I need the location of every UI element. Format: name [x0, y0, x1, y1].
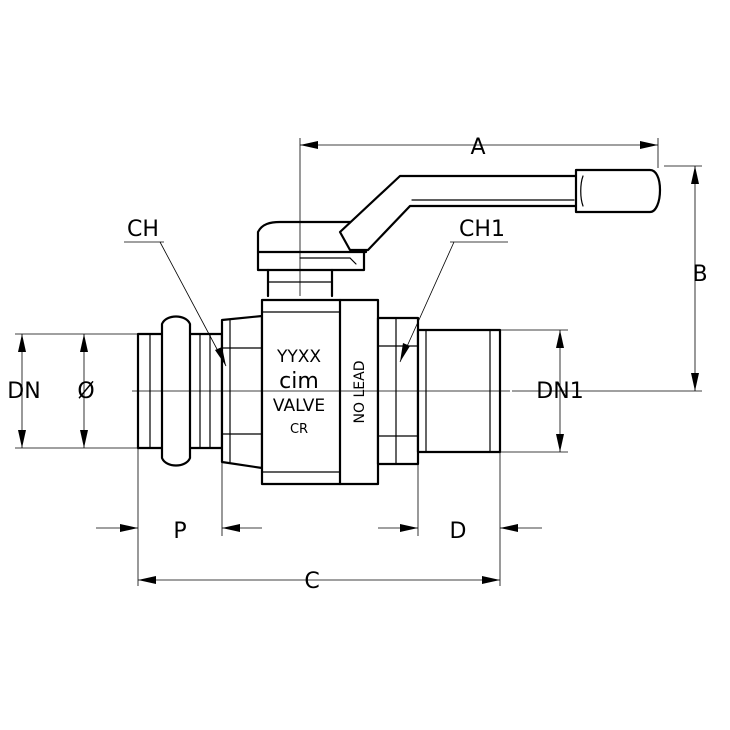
hex-ch-left — [220, 314, 264, 470]
dimension-b: B — [512, 165, 708, 392]
label-d: D — [450, 519, 467, 544]
marking-no-lead: NO LEAD — [352, 361, 368, 424]
label-b: B — [692, 262, 707, 287]
dimension-d: D — [378, 452, 542, 586]
label-c: C — [304, 569, 319, 594]
label-dn: DN — [7, 379, 40, 404]
label-p: P — [173, 519, 186, 544]
dimension-dn: DN — [7, 333, 160, 449]
dimension-diameter: Ø — [77, 334, 95, 448]
dimension-p: P — [96, 448, 262, 586]
dimension-dn1: DN1 — [500, 329, 584, 453]
callout-ch1: CH1 — [399, 217, 508, 363]
valve-body — [260, 298, 380, 486]
label-dn1: DN1 — [536, 379, 583, 404]
lever-handle — [256, 168, 662, 272]
marking-cr: CR — [290, 422, 308, 437]
marking-brand: cim — [279, 369, 319, 394]
label-ch: CH — [127, 217, 159, 242]
dimension-a: A — [299, 135, 659, 296]
callout-ch: CH — [124, 217, 227, 367]
body-markings: YYXX cim VALVE CR NO LEAD — [273, 347, 368, 437]
label-ch1: CH1 — [459, 217, 505, 242]
label-a: A — [470, 135, 485, 160]
marking-valve: VALVE — [273, 396, 325, 416]
marking-date-code: YYXX — [276, 347, 321, 367]
dimension-c: C — [138, 569, 500, 594]
label-diameter: Ø — [77, 379, 94, 404]
